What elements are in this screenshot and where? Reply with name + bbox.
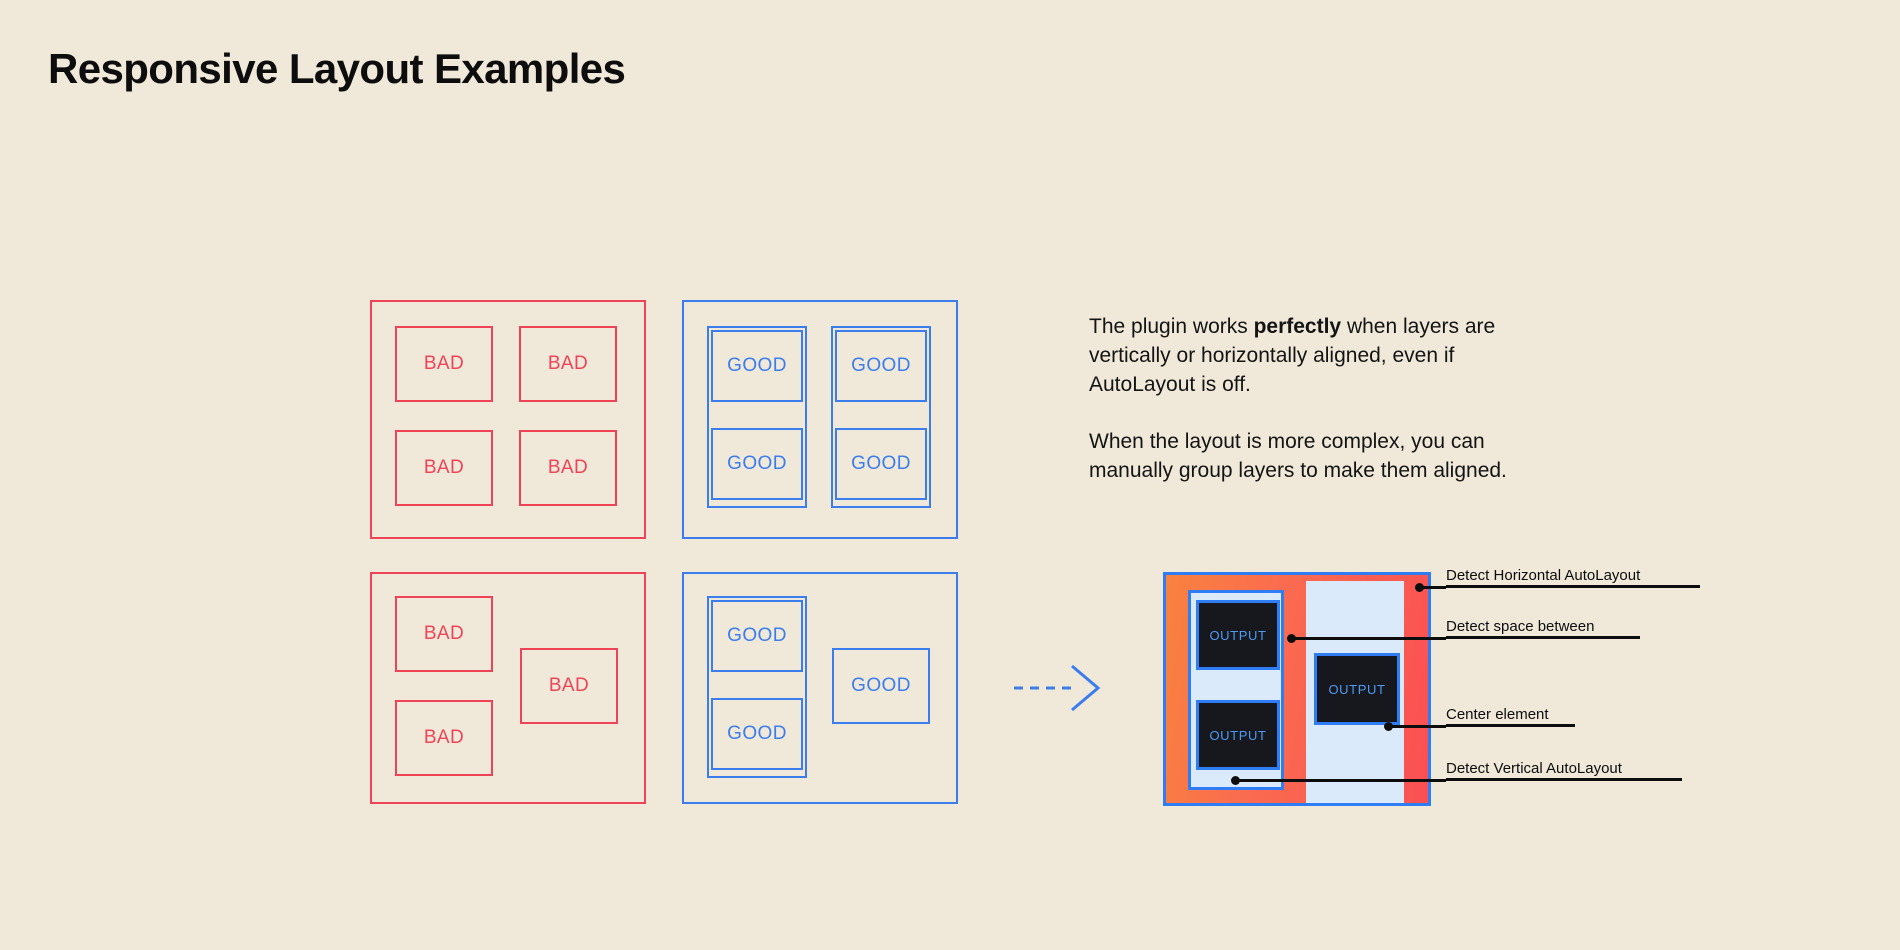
output-box-2: OUTPUT — [1196, 700, 1280, 770]
callout-rule-3 — [1446, 724, 1575, 727]
callout-leader-2 — [1291, 637, 1446, 640]
description-copy: The plugin works perfectly when layers a… — [1089, 312, 1559, 485]
good-grid-cell-4: GOOD — [835, 428, 927, 500]
callout-rule-4 — [1446, 778, 1682, 781]
callout-leader-3 — [1388, 725, 1446, 728]
good-grid-cell-3: GOOD — [835, 330, 927, 402]
page-title: Responsive Layout Examples — [48, 45, 626, 92]
good-grid-cell-2: GOOD — [711, 428, 803, 500]
output-box-1: OUTPUT — [1196, 600, 1280, 670]
good-complex-cell-2: GOOD — [711, 698, 803, 770]
paragraph-2: When the layout is more complex, you can… — [1089, 430, 1507, 482]
callout-3: Center element — [1446, 695, 1575, 727]
callout-label-2: Detect space between — [1446, 618, 1595, 635]
good-complex-cell-1: GOOD — [711, 600, 803, 672]
callout-rule-1 — [1446, 585, 1700, 588]
bad-grid-cell-3: BAD — [395, 430, 493, 506]
bad-complex-example: BAD BAD BAD — [370, 572, 646, 804]
callout-label-4: Detect Vertical AutoLayout — [1446, 760, 1622, 777]
autolayout-detection-diagram: OUTPUT OUTPUT OUTPUT — [1163, 572, 1431, 806]
bad-grid-outer-frame — [370, 300, 646, 539]
bad-grid-example: BAD BAD BAD BAD — [370, 300, 646, 539]
good-complex-outer-frame — [682, 572, 958, 804]
bad-complex-outer-frame — [370, 572, 646, 804]
arrow-icon — [1014, 664, 1101, 712]
callout-label-3: Center element — [1446, 706, 1549, 723]
good-complex-cell-3: GOOD — [832, 648, 930, 724]
callout-4: Detect Vertical AutoLayout — [1446, 749, 1682, 781]
good-complex-group: GOOD GOOD — [707, 596, 807, 778]
good-grid-cell-1: GOOD — [711, 330, 803, 402]
good-grid-outer-frame — [682, 300, 958, 539]
output-box-3: OUTPUT — [1314, 653, 1400, 725]
bad-grid-cell-4: BAD — [519, 430, 617, 506]
bad-grid-cell-1: BAD — [395, 326, 493, 402]
callout-rule-2 — [1446, 636, 1640, 639]
callout-label-1: Detect Horizontal AutoLayout — [1446, 567, 1641, 584]
paragraph-1-emphasis: perfectly — [1253, 315, 1342, 338]
good-grid-example: GOOD GOOD GOOD GOOD — [682, 300, 958, 539]
paragraph-1-part-1: The plugin works — [1089, 315, 1254, 338]
transform-arrow — [1012, 660, 1104, 721]
good-complex-example: GOOD GOOD GOOD — [682, 572, 958, 804]
bad-grid-cell-2: BAD — [519, 326, 617, 402]
bad-complex-cell-2: BAD — [395, 700, 493, 776]
good-grid-group-2: GOOD GOOD — [831, 326, 931, 508]
good-grid-group-1: GOOD GOOD — [707, 326, 807, 508]
bad-complex-cell-3: BAD — [520, 648, 618, 724]
callout-leader-4 — [1235, 779, 1446, 782]
callout-2: Detect space between — [1446, 607, 1640, 639]
bad-complex-cell-1: BAD — [395, 596, 493, 672]
callout-leader-1 — [1419, 586, 1446, 589]
paragraph-1-part-2: when layers are vertically or horizontal… — [1089, 315, 1496, 396]
paragraph-1: The plugin works perfectly when layers a… — [1089, 312, 1559, 399]
callout-1: Detect Horizontal AutoLayout — [1446, 556, 1700, 588]
